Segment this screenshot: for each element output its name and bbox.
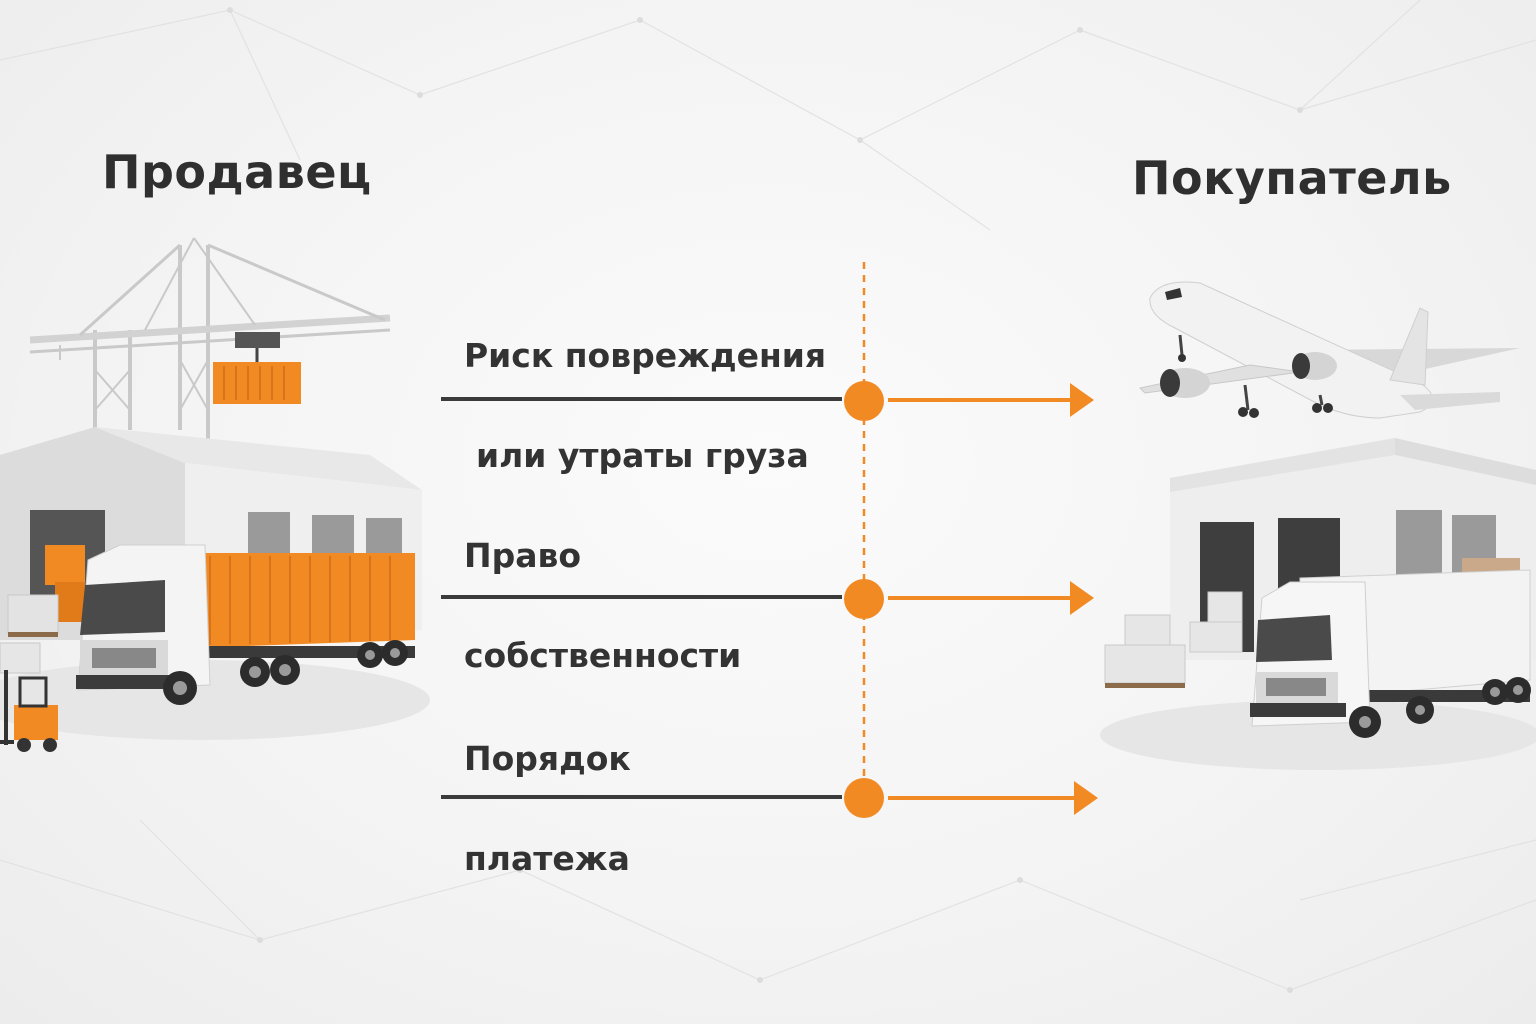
hanging-container-icon bbox=[213, 362, 301, 404]
row-payment-connector bbox=[441, 778, 1098, 818]
airplane-icon bbox=[1138, 281, 1520, 419]
ownership-label-line-1: Право bbox=[464, 536, 582, 575]
buyer-truck-icon bbox=[1250, 569, 1531, 738]
crane-icon bbox=[29, 237, 391, 440]
arrow-head-icon bbox=[1074, 781, 1098, 815]
payment-label-line-1: Порядок bbox=[464, 739, 631, 778]
transfer-point-dot bbox=[844, 381, 884, 421]
ownership-label: Право собственности bbox=[464, 481, 844, 731]
risk-label-line-2: или утраты груза bbox=[476, 436, 809, 475]
row-ownership-connector bbox=[441, 579, 1094, 619]
crane-trolley bbox=[235, 332, 280, 348]
payment-label-line-2: платежа bbox=[464, 839, 630, 878]
arrow-head-icon bbox=[1070, 383, 1094, 417]
seller-title: Продавец bbox=[102, 145, 372, 199]
buyer-illustration bbox=[1100, 281, 1536, 770]
payment-label: Порядок платежа bbox=[464, 684, 844, 934]
arrow-head-icon bbox=[1070, 581, 1094, 615]
seller-illustration bbox=[0, 237, 430, 752]
transfer-point-dot bbox=[844, 579, 884, 619]
buyer-title: Покупатель bbox=[1132, 151, 1452, 205]
row-risk-connector bbox=[441, 381, 1094, 421]
seller-truck-icon bbox=[76, 544, 415, 705]
ownership-label-line-2: собственности bbox=[464, 636, 742, 675]
risk-label: Риск повреждения или утраты груза bbox=[464, 281, 844, 531]
risk-label-line-1: Риск повреждения bbox=[464, 336, 827, 375]
pallet-boxes-icon bbox=[0, 594, 59, 674]
pallet-boxes-icon bbox=[1104, 558, 1520, 688]
forklift-icon bbox=[0, 670, 58, 752]
transfer-point-dot bbox=[844, 778, 884, 818]
